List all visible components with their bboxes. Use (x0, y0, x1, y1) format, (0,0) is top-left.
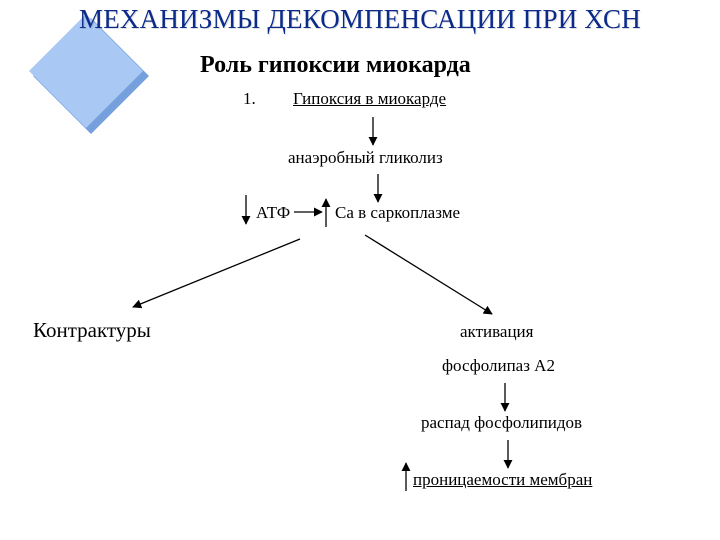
arrow-calcium-to-contractures (132, 238, 301, 309)
arrow-calcium-to-activation (364, 234, 493, 315)
diamond-face (29, 14, 143, 128)
slide-title: МЕХАНИЗМЫ ДЕКОМПЕНСАЦИИ ПРИ ХСН (79, 4, 641, 34)
list-number: 1. (243, 89, 256, 108)
node-phospholipase: фосфолипаз А2 (442, 356, 555, 375)
node-contractures: Контрактуры (33, 318, 151, 342)
node-permeability: проницаемости мембран (413, 470, 593, 489)
node-atp: АТФ (256, 203, 291, 222)
node-hypoxia: Гипоксия в миокарде (293, 89, 447, 108)
node-glycolysis: анаэробный гликолиз (288, 148, 443, 167)
node-breakdown: распад фосфолипидов (421, 413, 583, 432)
slide-subtitle: Роль гипоксии миокарда (200, 52, 471, 78)
node-activation: активация (460, 322, 534, 341)
node-calcium: Са в саркоплазме (335, 203, 461, 222)
